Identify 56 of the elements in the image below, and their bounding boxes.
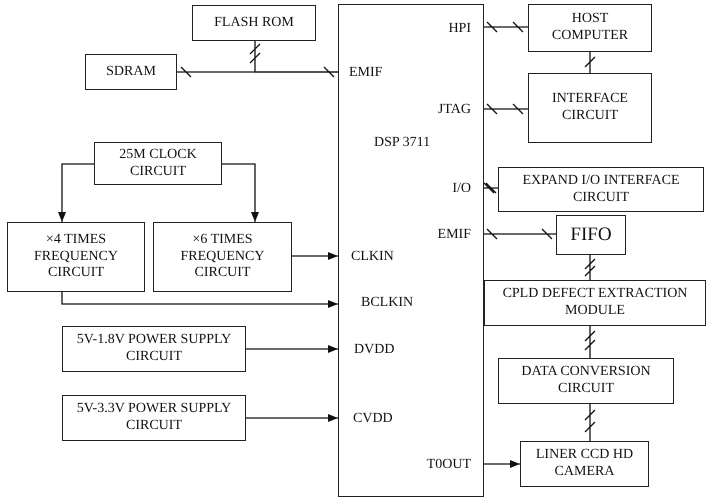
box-label: ×6 TIMES FREQUENCY CIRCUIT [179, 232, 266, 282]
box-label: SDRAM [105, 64, 157, 80]
circuit-box [556, 215, 626, 255]
circuit-box [153, 222, 292, 292]
box-label: HOST COMPUTER [550, 11, 630, 45]
processor-block [338, 4, 484, 497]
arrow [292, 252, 338, 260]
box-label: EXPAND I/O INTERFACE CIRCUIT [521, 172, 681, 206]
circuit-box [192, 5, 316, 41]
box-label: FLASH ROM [213, 14, 295, 32]
pin-label: DVDD [354, 343, 394, 357]
box-label: DATA CONVERSION CIRCUIT [520, 364, 652, 398]
box-label: ×4 TIMES FREQUENCY CIRCUIT [32, 232, 119, 282]
circuit-box [62, 326, 246, 372]
pin-label: EMIF [438, 228, 471, 242]
pin-label: CLKIN [351, 250, 394, 264]
box-label: 5V-1.8V POWER SUPPLY CIRCUIT [76, 332, 232, 366]
box-label: 25M CLOCK CIRCUIT [118, 146, 198, 180]
box-label: CPLD DEFECT EXTRACTION MODULE [502, 286, 688, 320]
circuit-box [528, 4, 652, 52]
bus-line [584, 51, 596, 74]
bus-line [176, 66, 339, 78]
arrow [58, 163, 94, 222]
box-label: 5V-3.3V POWER SUPPLY CIRCUIT [76, 401, 232, 435]
arrow [61, 292, 338, 308]
pin-label: EMIF [349, 66, 382, 80]
circuit-box [528, 73, 652, 143]
circuit-box [520, 441, 649, 487]
bus-line [483, 182, 499, 194]
chip-label: DSP 3711 [374, 136, 430, 150]
box-label: LINER CCD HD CAMERA [534, 447, 634, 481]
circuit-box [484, 280, 706, 326]
pin-label: I/O [452, 182, 471, 196]
arrow [484, 460, 520, 468]
circuit-box [498, 358, 674, 404]
box-label: FIFO [569, 224, 613, 246]
pin-label: T0OUT [426, 458, 471, 472]
pin-label: JTAG [438, 103, 471, 117]
pin-label: CVDD [353, 412, 393, 426]
pin-label: BCLKIN [361, 296, 414, 310]
bus-line [584, 403, 596, 442]
circuit-box [498, 167, 704, 212]
box-label: INTERFACE CIRCUIT [551, 91, 629, 125]
circuit-box [85, 54, 177, 90]
bus-line [584, 325, 596, 359]
pin-label: HPI [448, 22, 471, 36]
circuit-box [7, 222, 145, 292]
bus-line [483, 228, 557, 240]
arrow [222, 163, 259, 222]
bus-line [483, 21, 529, 33]
circuit-box [62, 395, 246, 441]
bus-line [483, 103, 529, 115]
arrow [246, 345, 338, 353]
circuit-box [94, 142, 222, 185]
arrow [246, 414, 338, 422]
bus-line [584, 254, 596, 281]
